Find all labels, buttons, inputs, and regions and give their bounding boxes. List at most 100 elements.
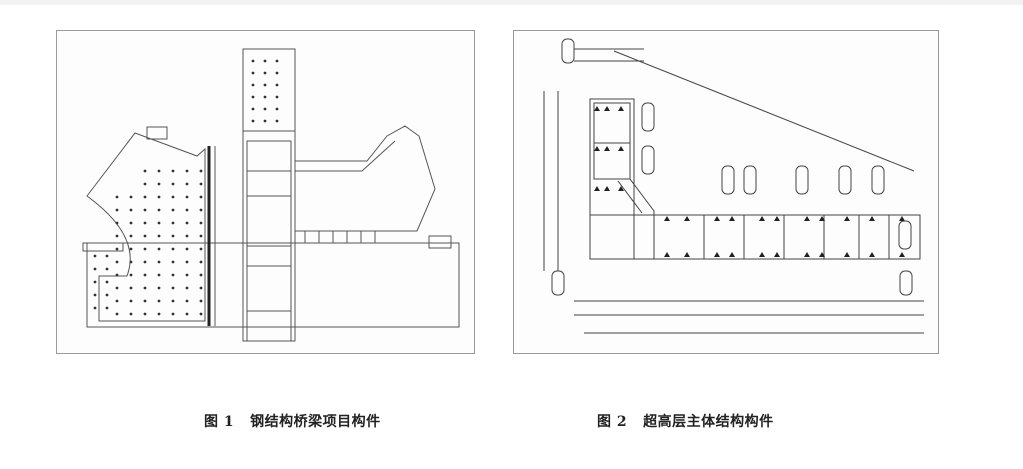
weld-mark bbox=[684, 252, 690, 257]
bolt-dot bbox=[105, 280, 109, 284]
figure-1-caption: 图 1 钢结构桥梁项目构件 bbox=[204, 411, 381, 431]
bolt-dot bbox=[171, 195, 175, 199]
top-strip bbox=[0, 0, 1023, 5]
bolt-dot bbox=[185, 273, 189, 277]
bolt-dot bbox=[171, 260, 175, 264]
bolt-dot bbox=[115, 247, 119, 251]
bolt-dot bbox=[263, 95, 267, 99]
bolt-dot bbox=[199, 260, 203, 264]
bolt-dot bbox=[105, 254, 109, 258]
bridge-component-drawing bbox=[82, 48, 460, 342]
bolt-dot bbox=[157, 195, 161, 199]
bolt-dot bbox=[143, 195, 147, 199]
bolt-dot bbox=[93, 280, 97, 284]
bolt-dot bbox=[93, 293, 97, 297]
weld-mark bbox=[899, 252, 905, 257]
weld-mark bbox=[714, 252, 720, 257]
bolt-dot bbox=[199, 234, 203, 238]
bolt-dot bbox=[157, 208, 161, 212]
weld-mark bbox=[759, 252, 765, 257]
bolt-dot bbox=[129, 260, 133, 264]
bolt-dot bbox=[199, 247, 203, 251]
bolt-dot bbox=[115, 234, 119, 238]
bolt-dot bbox=[199, 299, 203, 303]
bolt-dot bbox=[199, 286, 203, 290]
bolt-dot bbox=[185, 247, 189, 251]
bolt-dot bbox=[275, 71, 279, 75]
bolt-dot bbox=[251, 119, 255, 123]
bolt-dot bbox=[115, 221, 119, 225]
bolt-dot bbox=[115, 299, 119, 303]
bolt-dot bbox=[143, 286, 147, 290]
bolt-dot bbox=[263, 107, 267, 111]
weld-mark bbox=[869, 252, 875, 257]
bolt-dot bbox=[251, 71, 255, 75]
weld-mark bbox=[604, 106, 610, 111]
bolt-dot bbox=[143, 208, 147, 212]
bolt-dot bbox=[143, 169, 147, 173]
bolt-dot bbox=[171, 221, 175, 225]
bolt-dot bbox=[157, 312, 161, 316]
weld-mark bbox=[594, 106, 600, 111]
bolt-dot bbox=[199, 208, 203, 212]
weld-mark bbox=[899, 216, 905, 221]
bolt-dot bbox=[251, 95, 255, 99]
bolt-dot bbox=[185, 182, 189, 186]
weld-mark bbox=[774, 252, 780, 257]
bolt-dot bbox=[143, 273, 147, 277]
bolt-dot bbox=[275, 59, 279, 63]
weld-mark bbox=[729, 252, 735, 257]
weld-mark bbox=[664, 216, 670, 221]
figure-1-number: 图 1 bbox=[204, 414, 235, 430]
figure-2-number: 图 2 bbox=[597, 414, 628, 430]
highrise-component-drawing bbox=[543, 38, 924, 334]
bolt-dot bbox=[129, 234, 133, 238]
weld-mark bbox=[819, 252, 825, 257]
bolt-dot bbox=[129, 247, 133, 251]
bolt-dot bbox=[115, 195, 119, 199]
bolt-dot bbox=[157, 169, 161, 173]
bolt-dot bbox=[115, 208, 119, 212]
bolt-dot bbox=[157, 182, 161, 186]
bolt-dot bbox=[185, 234, 189, 238]
figure-1-drawing bbox=[56, 30, 475, 354]
bolt-dot bbox=[157, 286, 161, 290]
weld-mark bbox=[594, 146, 600, 151]
bolt-dot bbox=[115, 286, 119, 290]
bolt-dot bbox=[171, 247, 175, 251]
bolt-dot bbox=[115, 273, 119, 277]
weld-mark bbox=[618, 146, 624, 151]
bolt-dot bbox=[143, 247, 147, 251]
bolt-dot bbox=[157, 221, 161, 225]
bolt-dot bbox=[129, 273, 133, 277]
bolt-dot bbox=[129, 286, 133, 290]
bolt-dot bbox=[171, 286, 175, 290]
bolt-dot bbox=[143, 260, 147, 264]
bolt-dot bbox=[157, 299, 161, 303]
figure-1-title: 钢结构桥梁项目构件 bbox=[250, 414, 381, 430]
bolt-dot bbox=[275, 119, 279, 123]
bolt-dot bbox=[251, 59, 255, 63]
bolt-dot bbox=[275, 83, 279, 87]
weld-mark bbox=[804, 216, 810, 221]
bolt-dot bbox=[199, 169, 203, 173]
bolt-dot bbox=[251, 83, 255, 87]
figure-2-title: 超高层主体结构构件 bbox=[643, 414, 774, 430]
bolt-dot bbox=[143, 234, 147, 238]
bolt-dot bbox=[263, 83, 267, 87]
bolt-dot bbox=[93, 267, 97, 271]
bolt-dot bbox=[185, 312, 189, 316]
weld-mark bbox=[594, 186, 600, 191]
bolt-dot bbox=[275, 95, 279, 99]
weld-mark bbox=[759, 216, 765, 221]
bolt-dot bbox=[263, 59, 267, 63]
weld-mark bbox=[684, 216, 690, 221]
bolt-dot bbox=[105, 306, 109, 310]
bolt-dot bbox=[185, 208, 189, 212]
bolt-dot bbox=[129, 195, 133, 199]
bolt-dot bbox=[263, 119, 267, 123]
bolt-dot bbox=[93, 306, 97, 310]
bolt-dot bbox=[105, 267, 109, 271]
bolt-dot bbox=[185, 299, 189, 303]
bolt-dot bbox=[143, 182, 147, 186]
